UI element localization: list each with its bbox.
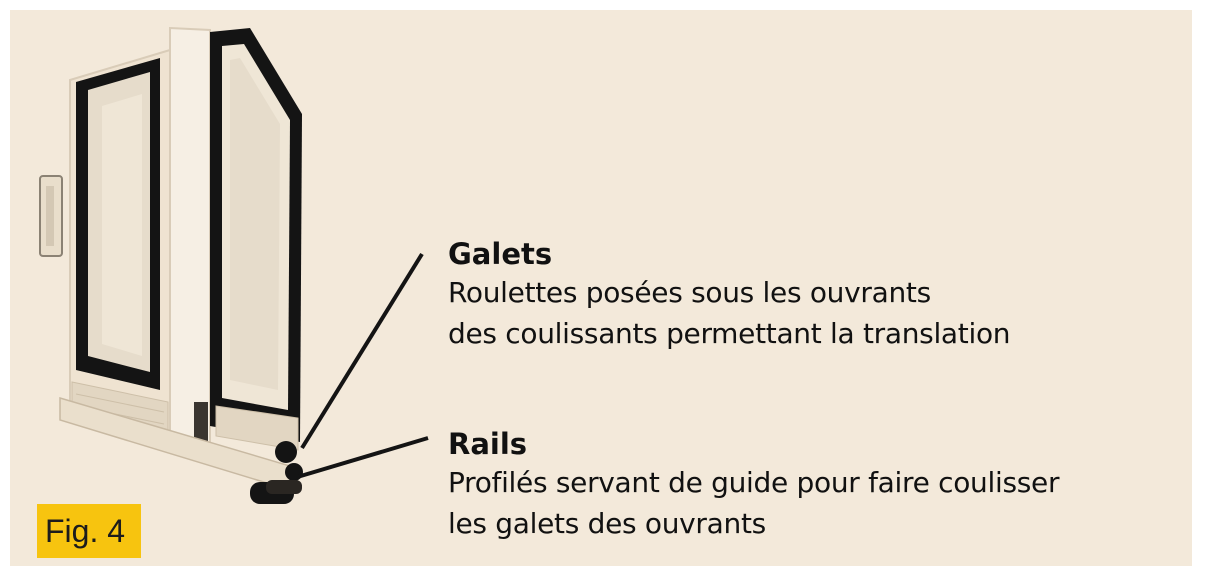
rails-description-line-2: les galets des ouvrants bbox=[448, 507, 766, 540]
galets-description-line-1: Roulettes posées sous les ouvrants bbox=[448, 276, 931, 309]
left-sash bbox=[69, 48, 171, 452]
rails-description-line-1: Profilés servant de guide pour faire cou… bbox=[448, 466, 1060, 499]
handle-icon bbox=[39, 175, 63, 257]
figure-label: Fig. 4 bbox=[37, 504, 141, 558]
roller-icon bbox=[275, 441, 297, 463]
rails-leader-line bbox=[293, 436, 429, 480]
central-mullion bbox=[169, 26, 211, 462]
right-sash bbox=[210, 28, 302, 451]
rails-title: Rails bbox=[448, 427, 528, 461]
galets-annotation: Galets Roulettes posées sous les ouvrant… bbox=[448, 236, 1011, 354]
sliding-window-illustration bbox=[39, 26, 429, 504]
galets-leader-line bbox=[300, 252, 424, 450]
figure-panel: Galets Roulettes posées sous les ouvrant… bbox=[10, 10, 1192, 566]
galets-description-line-2: des coulissants permettant la translatio… bbox=[448, 317, 1011, 350]
rails-annotation: Rails Profilés servant de guide pour fai… bbox=[448, 426, 1059, 544]
galets-title: Galets bbox=[448, 237, 553, 271]
rail-assembly bbox=[59, 396, 303, 504]
